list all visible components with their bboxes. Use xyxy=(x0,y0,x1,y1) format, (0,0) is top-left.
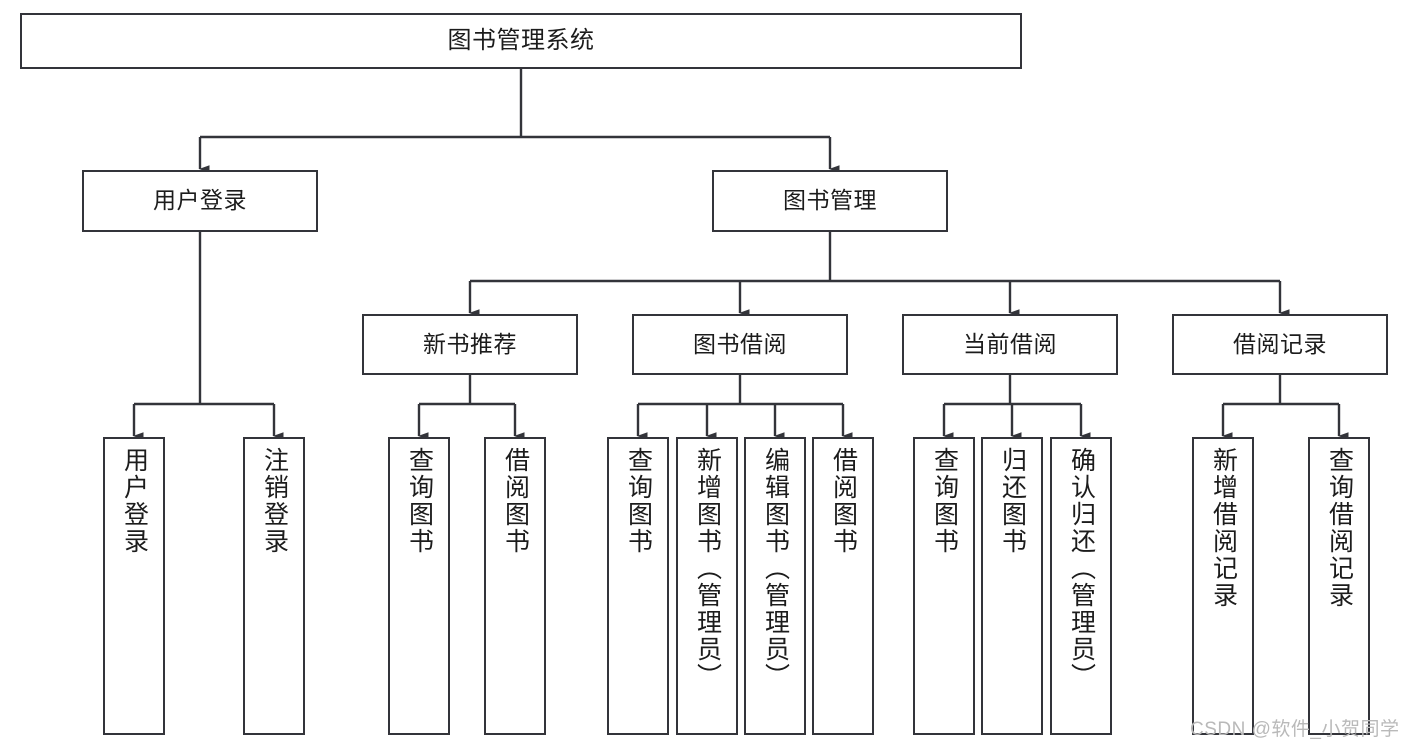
node-leaf-rec-query-book[interactable]: 查询图书 xyxy=(388,437,450,735)
node-leaf-current-query-book[interactable]: 查询图书 xyxy=(913,437,975,735)
node-user-login-label: 用户登录 xyxy=(153,187,247,214)
node-new-book-recommend-label: 新书推荐 xyxy=(423,330,517,357)
node-leaf-record-query-label: 查询借阅记录 xyxy=(1325,447,1354,609)
node-book-manage[interactable]: 图书管理 xyxy=(712,170,948,232)
watermark-text: CSDN @软件_小贺同学 xyxy=(1190,719,1400,740)
node-leaf-borrow-add-book-label: 新增图书（管理员） xyxy=(693,447,722,690)
connector-lines xyxy=(132,69,1349,440)
node-leaf-current-confirm-return[interactable]: 确认归还（管理员） xyxy=(1050,437,1112,735)
node-leaf-borrow-borrow-book[interactable]: 借阅图书 xyxy=(812,437,874,735)
node-leaf-rec-borrow-book[interactable]: 借阅图书 xyxy=(484,437,546,735)
node-new-book-recommend[interactable]: 新书推荐 xyxy=(362,314,578,375)
node-borrow-record[interactable]: 借阅记录 xyxy=(1172,314,1388,375)
node-leaf-current-return-book[interactable]: 归还图书 xyxy=(981,437,1043,735)
node-leaf-borrow-edit-book-label: 编辑图书（管理员） xyxy=(761,447,790,690)
node-leaf-borrow-query-book[interactable]: 查询图书 xyxy=(607,437,669,735)
node-leaf-user-logout[interactable]: 注销登录 xyxy=(243,437,305,735)
node-borrow-record-label: 借阅记录 xyxy=(1233,330,1327,357)
node-book-borrow[interactable]: 图书借阅 xyxy=(632,314,848,375)
node-leaf-rec-query-book-label: 查询图书 xyxy=(405,447,434,555)
node-user-login[interactable]: 用户登录 xyxy=(82,170,318,232)
node-leaf-record-add[interactable]: 新增借阅记录 xyxy=(1192,437,1254,735)
node-leaf-current-query-book-label: 查询图书 xyxy=(930,447,959,555)
node-leaf-user-login-label: 用户登录 xyxy=(120,447,149,555)
node-root[interactable]: 图书管理系统 xyxy=(20,13,1022,69)
node-leaf-borrow-query-book-label: 查询图书 xyxy=(624,447,653,555)
node-leaf-current-confirm-return-label: 确认归还（管理员） xyxy=(1067,447,1096,690)
node-root-label: 图书管理系统 xyxy=(447,26,595,54)
node-book-manage-label: 图书管理 xyxy=(783,187,877,214)
node-leaf-record-query[interactable]: 查询借阅记录 xyxy=(1308,437,1370,735)
node-leaf-borrow-borrow-book-label: 借阅图书 xyxy=(829,447,858,555)
node-current-borrow-label: 当前借阅 xyxy=(963,330,1057,357)
node-leaf-user-logout-label: 注销登录 xyxy=(260,447,289,555)
node-leaf-rec-borrow-book-label: 借阅图书 xyxy=(501,447,530,555)
node-book-borrow-label: 图书借阅 xyxy=(693,330,787,357)
node-leaf-user-login[interactable]: 用户登录 xyxy=(103,437,165,735)
node-current-borrow[interactable]: 当前借阅 xyxy=(902,314,1118,375)
node-leaf-borrow-add-book[interactable]: 新增图书（管理员） xyxy=(676,437,738,735)
node-leaf-record-add-label: 新增借阅记录 xyxy=(1209,447,1238,609)
node-leaf-borrow-edit-book[interactable]: 编辑图书（管理员） xyxy=(744,437,806,735)
node-leaf-current-return-book-label: 归还图书 xyxy=(998,447,1027,555)
